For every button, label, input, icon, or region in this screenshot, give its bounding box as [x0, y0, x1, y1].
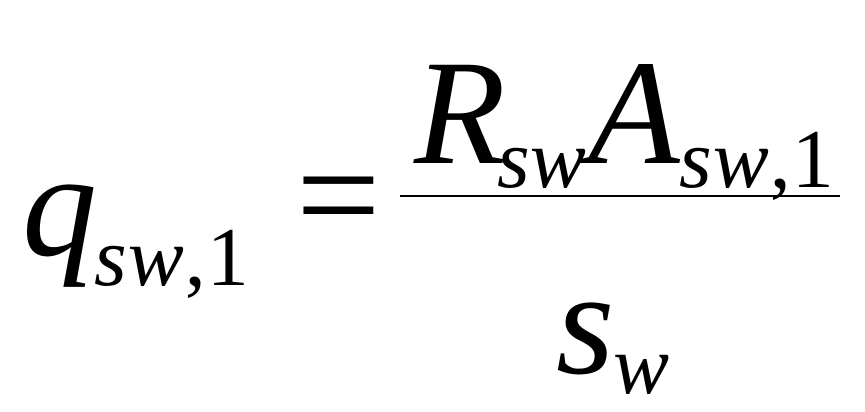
- numerator-term-2-variable: A: [588, 30, 680, 196]
- lhs-variable: q: [22, 122, 97, 288]
- formula: q sw,1 = R sw A sw,1 s w: [22, 30, 840, 408]
- equals-sign: =: [296, 112, 381, 278]
- denominator-subscript: w: [613, 319, 670, 412]
- denominator-variable: s: [556, 240, 615, 406]
- lhs-subscript: sw,1: [94, 211, 250, 304]
- numerator-term-1-subscript: sw: [497, 113, 586, 206]
- numerator-term-1-variable: R: [414, 30, 506, 196]
- numerator-term-2-subscript: sw,1: [679, 113, 835, 206]
- fraction-bar: [400, 195, 840, 197]
